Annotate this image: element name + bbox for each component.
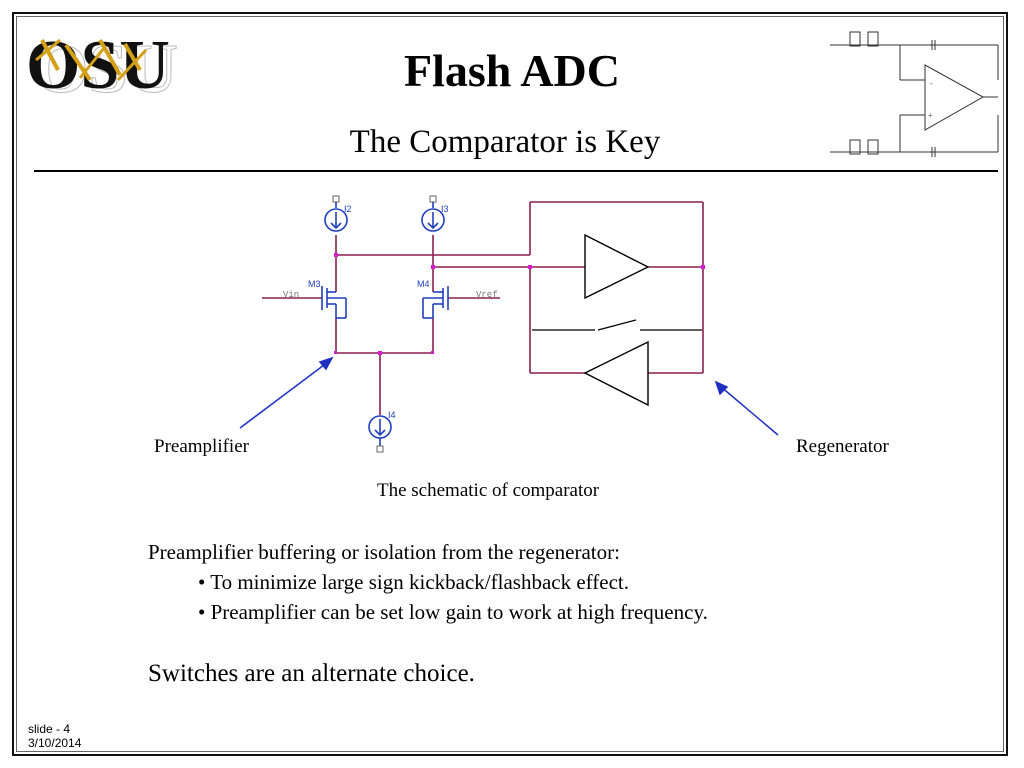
- slide-frame: [12, 12, 1008, 756]
- preamplifier-label: Preamplifier: [154, 436, 249, 457]
- transistor-m4-icon: [422, 286, 449, 319]
- regenerator-label: Regenerator: [796, 436, 889, 457]
- svg-text:-: -: [930, 79, 933, 88]
- osu-logo: OSU OSU: [26, 27, 178, 109]
- schematic-nodes: [334, 253, 705, 355]
- label-i3: I3: [441, 204, 449, 214]
- label-m4: M4: [417, 279, 430, 289]
- label-m3: M3: [308, 279, 321, 289]
- feedback-buffer-icon: [583, 340, 649, 407]
- label-vin: Vin: [283, 290, 299, 300]
- slide-subtitle: The Comparator is Key: [349, 124, 661, 160]
- label-i2: I2: [344, 204, 352, 214]
- svg-text:+: +: [928, 111, 933, 120]
- slide-inner-frame: [16, 16, 1004, 752]
- regen-arrow-icon: [719, 385, 779, 436]
- comparator-schematic: I2 I3 I4 M3 M4 Vin Vref: [239, 195, 779, 453]
- schematic-caption: The schematic of comparator: [377, 480, 600, 501]
- preamp-arrow-icon: [239, 361, 329, 429]
- current-source-i2-icon: [324, 195, 348, 232]
- schematic-wires: [262, 201, 704, 415]
- slide-title: Flash ADC: [404, 45, 620, 96]
- slide-date: 3/10/2014: [28, 736, 82, 750]
- current-source-i4-icon: [368, 415, 392, 453]
- switch-icon: [532, 319, 702, 331]
- label-i4: I4: [388, 410, 396, 420]
- preamp-buffer-icon: [584, 233, 650, 300]
- decorative-circuit-icon: - +: [830, 31, 999, 157]
- label-vref: Vref: [476, 290, 498, 300]
- intro-text: Preamplifier buffering or isolation from…: [148, 540, 620, 564]
- osu-logo-text: OSU: [26, 27, 170, 104]
- bullet-item: • To minimize large sign kickback/flashb…: [198, 570, 629, 594]
- bullet-item: • Preamplifier can be set low gain to wo…: [198, 600, 708, 624]
- title-divider: [34, 170, 998, 172]
- current-source-i3-icon: [421, 195, 445, 232]
- closing-text: Switches are an alternate choice.: [148, 660, 475, 687]
- transistor-m3-icon: [321, 286, 347, 319]
- slide-number: slide - 4: [28, 722, 71, 736]
